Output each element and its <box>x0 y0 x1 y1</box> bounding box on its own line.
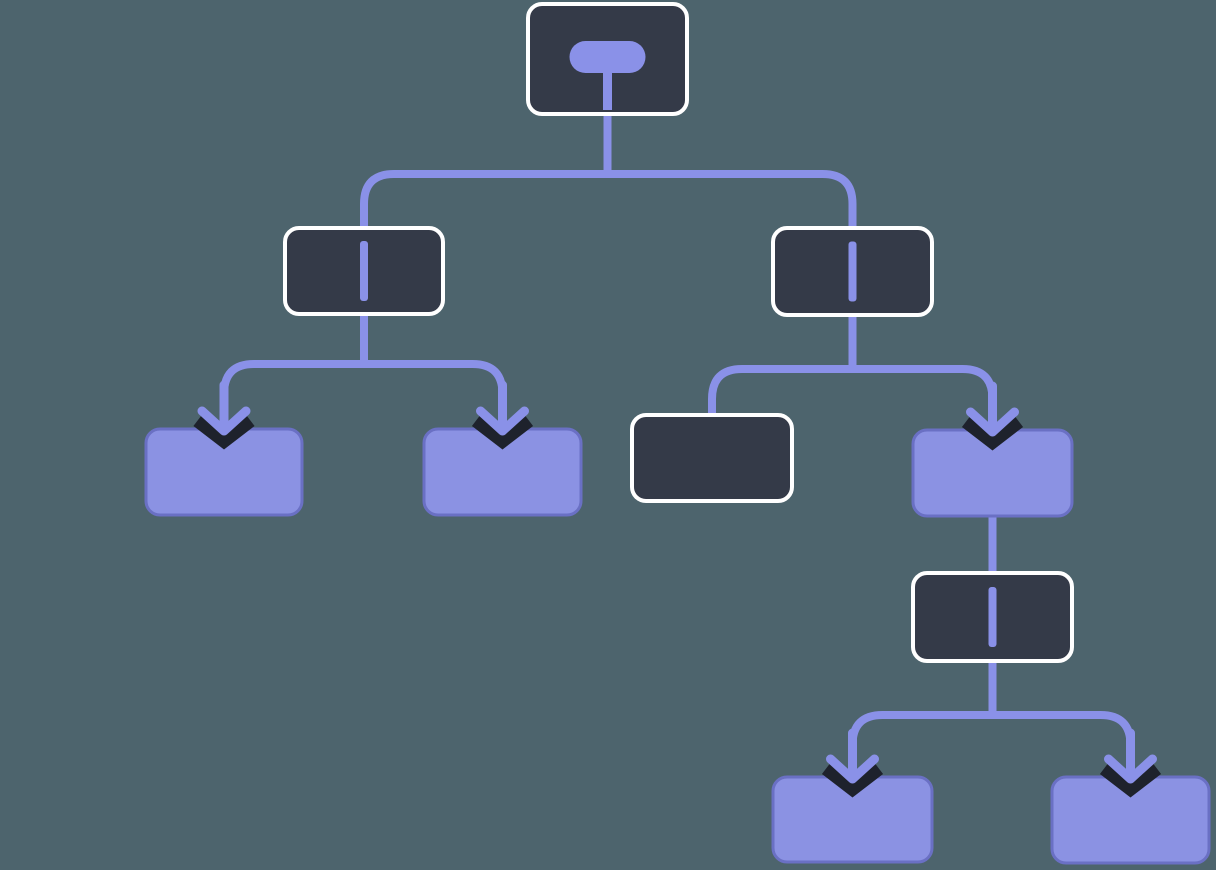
connector-edge <box>708 315 857 421</box>
connector-edge <box>848 661 997 752</box>
drop-arrow-icon <box>471 380 534 450</box>
connector-edge <box>360 314 507 404</box>
drop-arrow-icon <box>961 381 1024 451</box>
drop-arrow-icon <box>1099 728 1162 798</box>
arrows-layer <box>193 380 1162 798</box>
arrow-head <box>826 728 879 784</box>
connector-edge <box>848 315 997 405</box>
tree-node-branch-lower[interactable] <box>911 571 1074 663</box>
arrow-head <box>1104 728 1157 784</box>
vertical-line-icon <box>848 241 857 302</box>
arrow-shadow-chevron <box>961 415 1024 451</box>
tree-node-root[interactable] <box>526 2 689 116</box>
edges-layer <box>220 114 1135 752</box>
pill-stem-icon <box>569 41 646 110</box>
connector-edge <box>603 114 857 234</box>
tree-node-branch-left[interactable] <box>283 226 445 316</box>
connector-edge <box>220 314 368 404</box>
arrow-head <box>476 380 529 436</box>
vertical-line-icon <box>360 241 368 301</box>
tree-node-branch-right[interactable] <box>771 226 934 317</box>
drop-arrow-icon <box>193 380 255 450</box>
pill-shape <box>569 41 646 73</box>
tree-node-node-plain[interactable] <box>630 413 794 503</box>
vertical-line-icon <box>988 587 997 647</box>
arrow-shadow-chevron <box>471 414 534 450</box>
arrow-shadow-chevron <box>193 414 255 450</box>
node-card <box>630 413 794 503</box>
arrow-head <box>197 380 251 436</box>
connector-edge <box>360 114 612 234</box>
arrow-head <box>966 381 1019 437</box>
arrow-shadow-chevron <box>1099 762 1162 798</box>
nodes-layer <box>144 2 1211 865</box>
arrow-shadow-chevron <box>821 762 884 798</box>
pill-stem <box>603 68 612 110</box>
connector-edge <box>988 661 1135 752</box>
drop-arrow-icon <box>821 728 884 798</box>
